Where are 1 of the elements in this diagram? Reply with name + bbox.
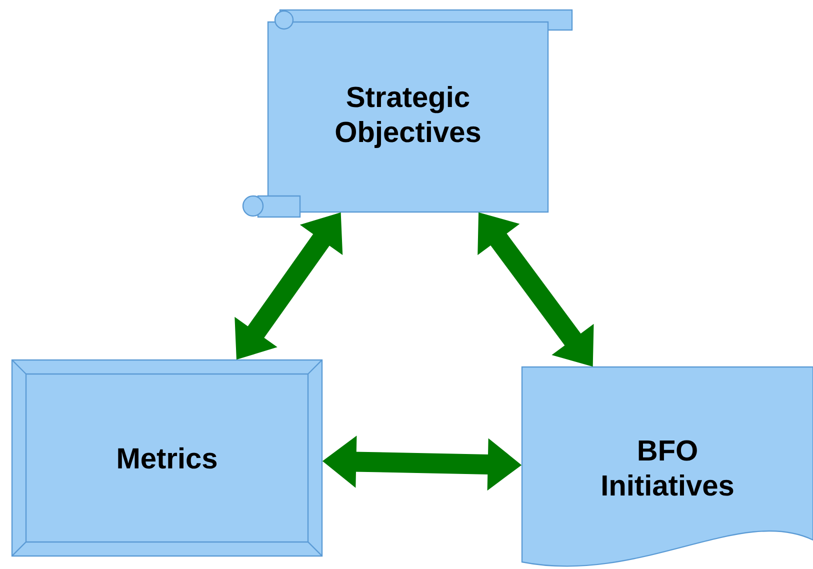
bevel-box: Metrics (11, 359, 323, 557)
